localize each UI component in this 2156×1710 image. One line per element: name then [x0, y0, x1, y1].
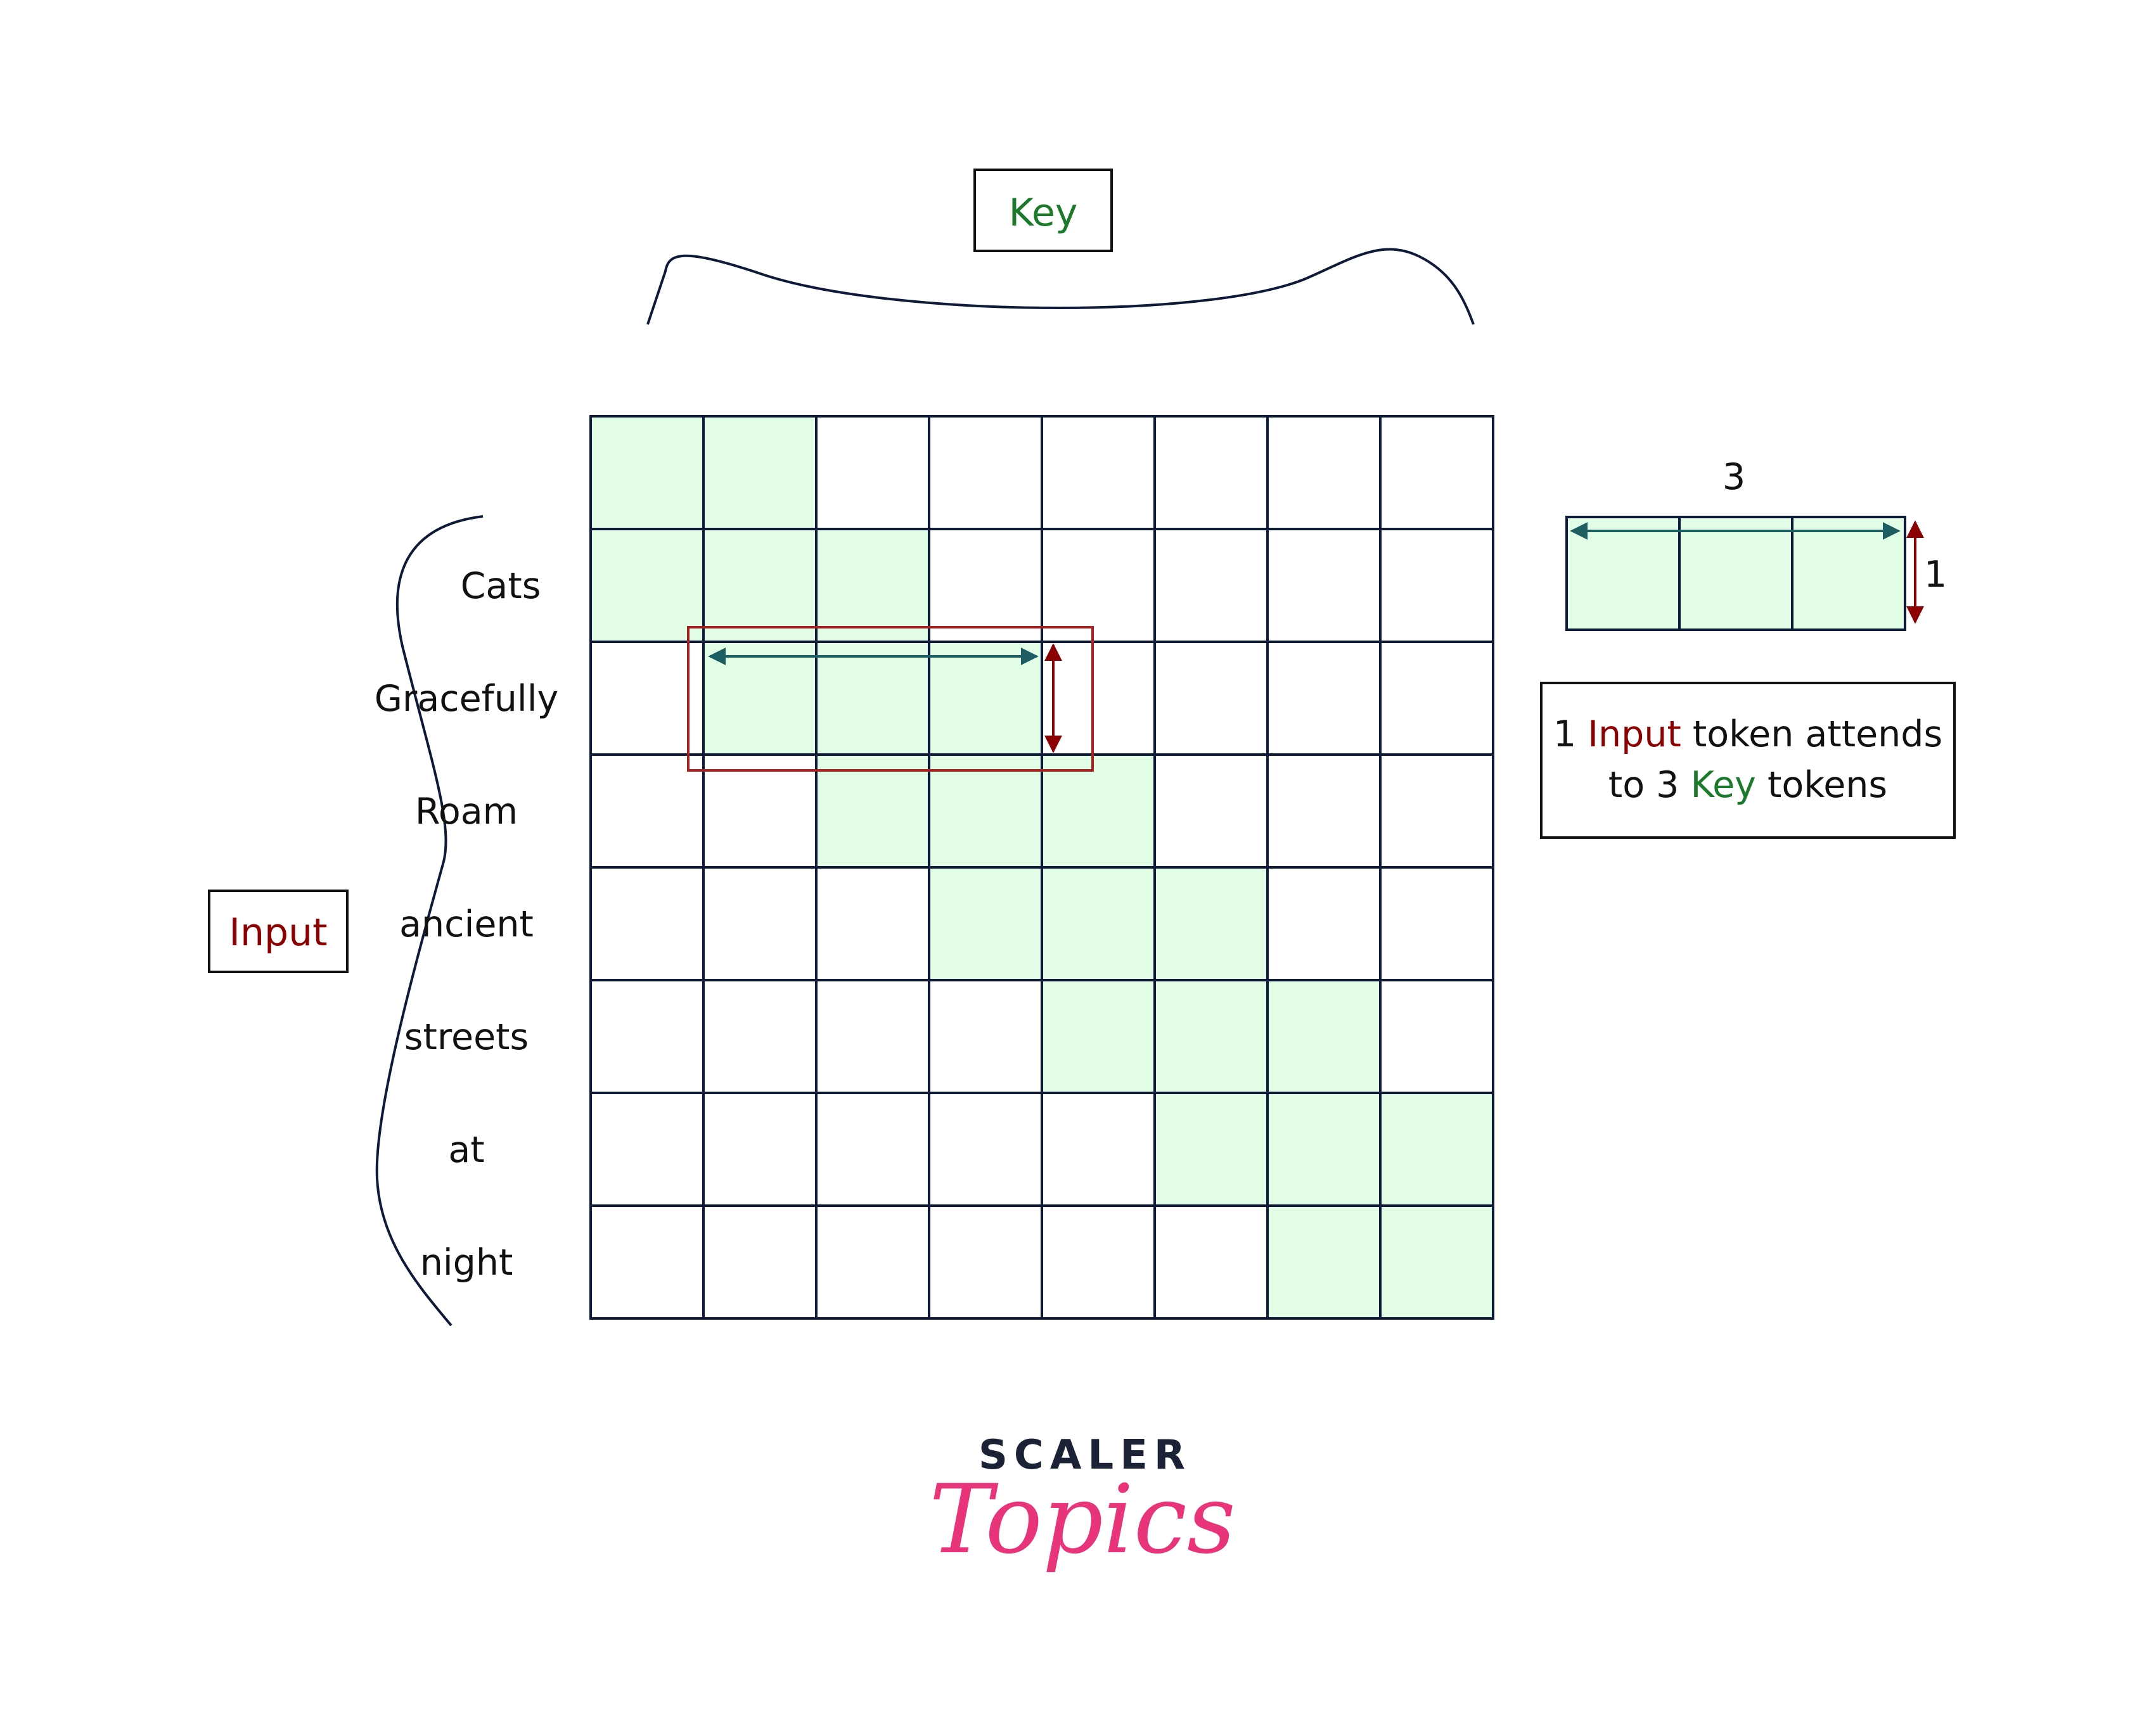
input-token-label: Roam: [415, 791, 518, 833]
matrix-cell-attended: [1041, 866, 1156, 981]
brand-topics: Topics: [929, 1465, 1236, 1575]
matrix-cell: [815, 1092, 930, 1207]
matrix-cell: [815, 1204, 930, 1320]
legend-cell: [1791, 516, 1906, 631]
matrix-cell: [1041, 415, 1156, 530]
matrix-cell: [1379, 753, 1494, 869]
matrix-cell-attended: [589, 528, 705, 643]
matrix-cell: [1379, 641, 1494, 756]
input-token-label: night: [420, 1242, 513, 1284]
key-label-box: Key: [973, 169, 1113, 252]
matrix-cell-attended: [1041, 753, 1156, 869]
matrix-cell: [1266, 641, 1382, 756]
matrix-cell: [589, 1204, 705, 1320]
matrix-cell-attended: [928, 866, 1043, 981]
matrix-cell: [1266, 528, 1382, 643]
window-example-frame: [687, 626, 1094, 772]
input-brace: [375, 515, 484, 1327]
matrix-cell: [928, 415, 1043, 530]
matrix-cell: [1153, 1204, 1269, 1320]
matrix-cell: [1379, 528, 1494, 643]
matrix-cell: [1041, 641, 1156, 756]
input-token-label: streets: [404, 1016, 529, 1058]
input-token-label: at: [448, 1129, 484, 1171]
matrix-cell: [1153, 753, 1269, 869]
matrix-cell-attended: [589, 415, 705, 530]
matrix-cell: [1153, 641, 1269, 756]
legend-cell: [1678, 516, 1793, 631]
caption-box: 1 Input token attends to 3 Key tokens: [1540, 682, 1956, 839]
matrix-cell: [1041, 1092, 1156, 1207]
matrix-cell: [815, 979, 930, 1094]
brand-scaler: SCALER: [979, 1432, 1191, 1479]
matrix-cell-attended: [928, 641, 1043, 756]
input-token-label: Cats: [461, 565, 541, 607]
matrix-cell: [1266, 753, 1382, 869]
matrix-cell-attended: [702, 415, 818, 530]
matrix-cell: [1379, 979, 1494, 1094]
matrix-cell: [928, 1092, 1043, 1207]
matrix-cell: [702, 979, 818, 1094]
matrix-cell-attended: [1379, 1092, 1494, 1207]
matrix-cell: [1266, 866, 1382, 981]
input-label: Input: [229, 910, 327, 955]
window-legend: 3 1: [1565, 456, 1947, 631]
matrix-cell: [702, 1092, 818, 1207]
matrix-cell: [1041, 1204, 1156, 1320]
matrix-cell: [928, 979, 1043, 1094]
matrix-cell-attended: [1379, 1204, 1494, 1320]
matrix-cell-attended: [1266, 979, 1382, 1094]
input-token-label: Gracefully: [375, 678, 559, 720]
matrix-cell: [702, 1204, 818, 1320]
matrix-cell-attended: [1153, 1092, 1269, 1207]
matrix-cell-attended: [1266, 1204, 1382, 1320]
window-example: [687, 626, 1094, 772]
matrix-cell: [589, 866, 705, 981]
matrix-cell: [589, 753, 705, 869]
input-token-label: ancient: [399, 903, 534, 945]
matrix-cell: [589, 641, 705, 756]
input-label-box: Input: [208, 890, 349, 973]
caption-line-2: to 3 Key tokens: [1608, 764, 1887, 806]
attention-matrix: [589, 415, 1494, 1320]
matrix-cell: [1153, 415, 1269, 530]
matrix-cell-attended: [1153, 866, 1269, 981]
matrix-cell: [928, 1204, 1043, 1320]
matrix-cell: [589, 1092, 705, 1207]
matrix-cell-attended: [702, 641, 818, 756]
matrix-cell-attended: [1041, 979, 1156, 1094]
scaler-topics-logo: SCALER Topics: [929, 1432, 1236, 1575]
matrix-cell: [589, 979, 705, 1094]
matrix-cell: [1266, 415, 1382, 530]
legend-width-label: 3: [1723, 456, 1745, 498]
matrix-cell: [702, 866, 818, 981]
key-brace: [646, 248, 1475, 325]
matrix-cell-attended: [815, 641, 930, 756]
caption-line-1: 1 Input token attends: [1553, 713, 1942, 755]
matrix-cell: [1153, 528, 1269, 643]
matrix-cell: [815, 866, 930, 981]
matrix-cell: [1379, 866, 1494, 981]
matrix-cell: [1379, 415, 1494, 530]
matrix-cell-attended: [815, 528, 930, 643]
matrix-cell: [815, 415, 930, 530]
matrix-cell-attended: [702, 528, 818, 643]
matrix-cell-attended: [1153, 979, 1269, 1094]
legend-height-label: 1: [1924, 554, 1947, 596]
matrix-cell: [1041, 528, 1156, 643]
legend-window-cells: [1565, 516, 1906, 631]
key-label: Key: [1009, 191, 1078, 235]
matrix-cell: [928, 528, 1043, 643]
matrix-cell-attended: [1266, 1092, 1382, 1207]
legend-cell: [1565, 516, 1681, 631]
